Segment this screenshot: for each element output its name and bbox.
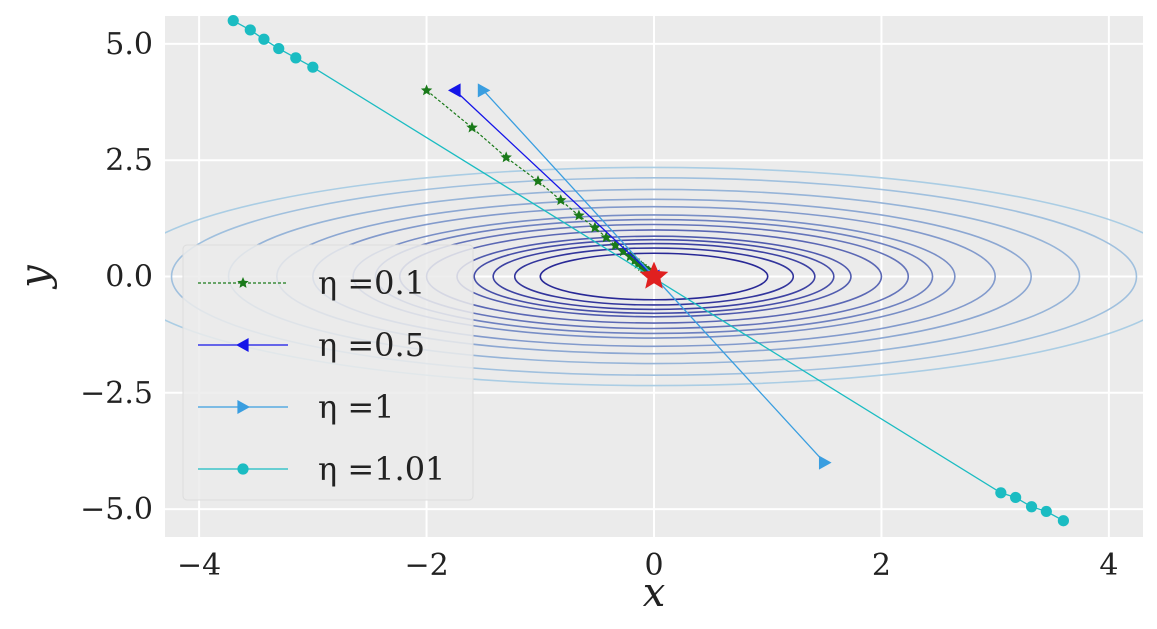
y-tick-label: −2.5: [80, 376, 153, 411]
legend-item: η =0.1: [198, 264, 425, 302]
series-point: [273, 42, 285, 55]
series-point: [818, 455, 832, 470]
y-tick-label: −5.0: [80, 492, 153, 527]
x-tick-label: −4: [177, 548, 221, 583]
series-point: [258, 33, 270, 45]
series-point: [290, 52, 302, 64]
series-point: [307, 61, 319, 73]
contour-line: [170, 177, 1138, 376]
legend-item: η =1.01: [198, 450, 445, 488]
series-point: [617, 245, 629, 257]
series-point: [1057, 515, 1069, 527]
x-tick-label: 4: [1099, 548, 1118, 583]
y-tick-label: 2.5: [105, 143, 153, 178]
legend: η =0.1 η =0.5 η =1 η =1.01: [182, 244, 474, 501]
legend-marker: [237, 463, 249, 475]
x-axis-label: x: [643, 570, 666, 616]
series-point: [227, 15, 239, 27]
legend-label: η =1: [318, 388, 395, 426]
series-point: [995, 487, 1007, 499]
y-axis-label: y: [12, 264, 58, 290]
legend-label: η =1.01: [318, 450, 445, 488]
contour-line: [165, 166, 1143, 387]
y-tick-label: 0.0: [105, 260, 153, 295]
legend-label: η =0.5: [318, 326, 425, 364]
series-point: [466, 121, 478, 133]
series-point: [1025, 501, 1038, 513]
series-point: [477, 83, 491, 98]
series-point: [1040, 505, 1052, 518]
series-point: [609, 239, 621, 251]
legend-item: η =0.5: [198, 326, 425, 364]
contour-line: [473, 238, 835, 315]
series-point: [573, 209, 585, 221]
tick-labels: −4 −2 0 2 4 5.0 2.5 0.0 −2.5 −5.0: [80, 27, 1118, 583]
series-point: [500, 151, 512, 163]
legend-marker: [237, 277, 249, 288]
series-point: [589, 221, 601, 233]
series-layer: [227, 15, 1069, 527]
legend-label: η =0.1: [318, 264, 425, 302]
optimum-star: [639, 261, 669, 289]
series-point: [420, 84, 433, 96]
series-point: [629, 254, 641, 266]
legend-marker: [237, 400, 250, 414]
series-point: [244, 24, 256, 36]
series-line: [454, 89, 655, 277]
series-point: [532, 175, 544, 186]
legend-box: [182, 244, 474, 501]
series-point: [1010, 491, 1022, 504]
series-point: [447, 83, 461, 98]
x-tick-label: −2: [404, 548, 448, 583]
legend-item: η =1: [198, 388, 395, 426]
contour-line: [513, 247, 795, 306]
series-point: [555, 194, 567, 206]
series-point: [600, 231, 612, 243]
contour-line: [492, 242, 816, 311]
x-tick-label: 2: [872, 548, 891, 583]
y-tick-label: 5.0: [105, 27, 153, 62]
series-4: [227, 15, 1069, 527]
legend-marker: [236, 338, 249, 352]
contour-line: [539, 252, 769, 301]
x-tick-label: 0: [644, 548, 663, 583]
